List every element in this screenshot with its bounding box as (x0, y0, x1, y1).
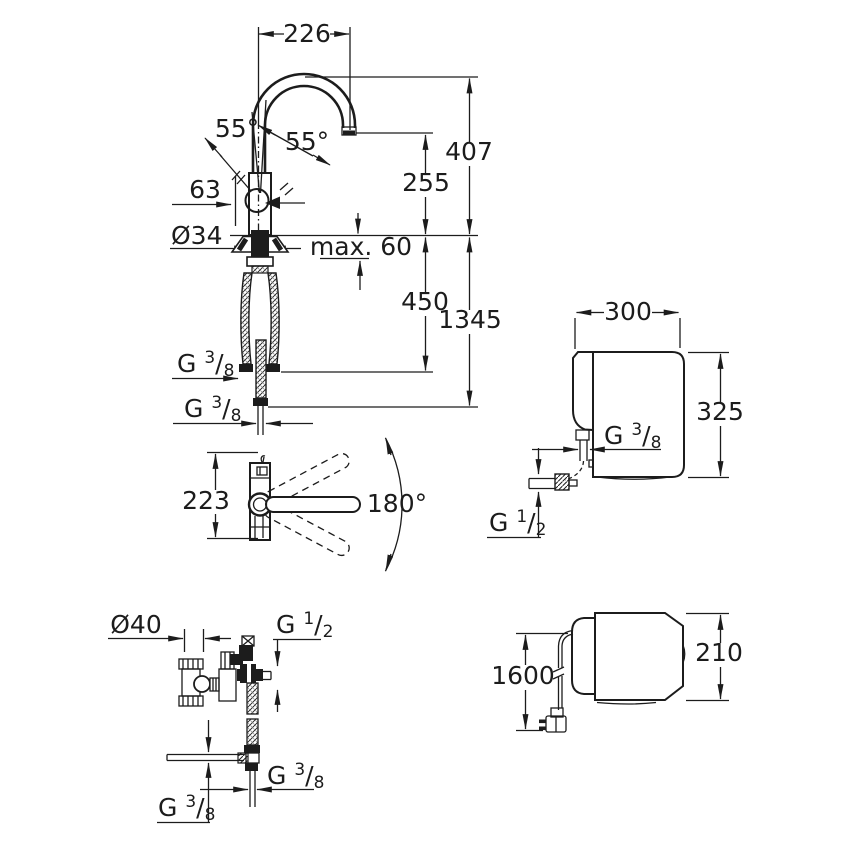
hose-left (240, 272, 253, 365)
faucet-front-view: 226 55° 55° 63 255 (170, 19, 502, 435)
dim-max-deck: max. 60 (310, 232, 412, 261)
dim-boiler-height: 325 (696, 397, 744, 426)
boiler-side-cap (571, 617, 595, 695)
valve-body (218, 668, 237, 702)
dim-spout-reach: 226 (283, 19, 331, 48)
boiler-front-view: G 3/8 300 325 G 1/2 (487, 297, 744, 540)
hose-right (267, 272, 280, 365)
handle-lever (265, 196, 280, 209)
dim-swivel-range: 180° (367, 489, 427, 518)
dim-lever-offset: 63 (189, 175, 221, 204)
label-valve-inlet: G 1/2 (276, 609, 333, 642)
boiler-side-view: 1600 210 (491, 612, 743, 733)
boiler-inlet-valve (554, 473, 570, 491)
boiler-side-body (594, 612, 684, 701)
dim-boiler-width: 300 (604, 297, 652, 326)
valve-assembly-view: Ø40 G (108, 609, 333, 825)
antenna-detail (260, 455, 266, 463)
dim-spout-height: 407 (445, 137, 493, 166)
valve-knob (193, 675, 211, 693)
dim-hose-long: 1345 (438, 305, 502, 334)
dim-cable-length: 1600 (491, 661, 555, 690)
dim-valve-diameter: Ø40 (110, 610, 162, 639)
dim-outlet-height: 255 (402, 168, 450, 197)
boiler-side-panel (572, 351, 594, 431)
faucet-handle (244, 188, 270, 213)
boiler-body (592, 351, 685, 478)
label-connection-hose: G 3/8 (177, 348, 234, 381)
spout-outlet (341, 126, 357, 136)
cross-fitting (237, 664, 263, 683)
label-valve-side: G 3/8 (158, 792, 215, 825)
elbow-fitting (239, 645, 253, 661)
dim-base-diameter: Ø34 (171, 221, 223, 250)
label-valve-pipe: G 3/8 (267, 760, 324, 793)
hose-long (255, 339, 267, 399)
check-valve (237, 752, 249, 764)
boiler-outlet-fitting (575, 429, 590, 441)
faucet-top-view: 223 180° (182, 437, 427, 572)
dim-lever-angle-left: 55° (215, 114, 259, 143)
label-connection-pipe: G 3/8 (184, 393, 241, 426)
spout-outline (251, 72, 357, 173)
dim-boiler-depth: 210 (695, 638, 743, 667)
dim-lever-angle-right: 55° (285, 127, 329, 156)
ribbed-connector (209, 677, 220, 692)
faucet-shank (251, 230, 269, 257)
spout-top (265, 496, 361, 513)
label-boiler-outlet: G 3/8 (604, 420, 661, 453)
dim-body-depth: 223 (182, 486, 230, 515)
plug-icon (539, 707, 567, 733)
power-cable (557, 629, 574, 710)
dim-hose-short: 450 (401, 287, 449, 316)
label-boiler-inlet: G 1/2 (489, 507, 546, 540)
